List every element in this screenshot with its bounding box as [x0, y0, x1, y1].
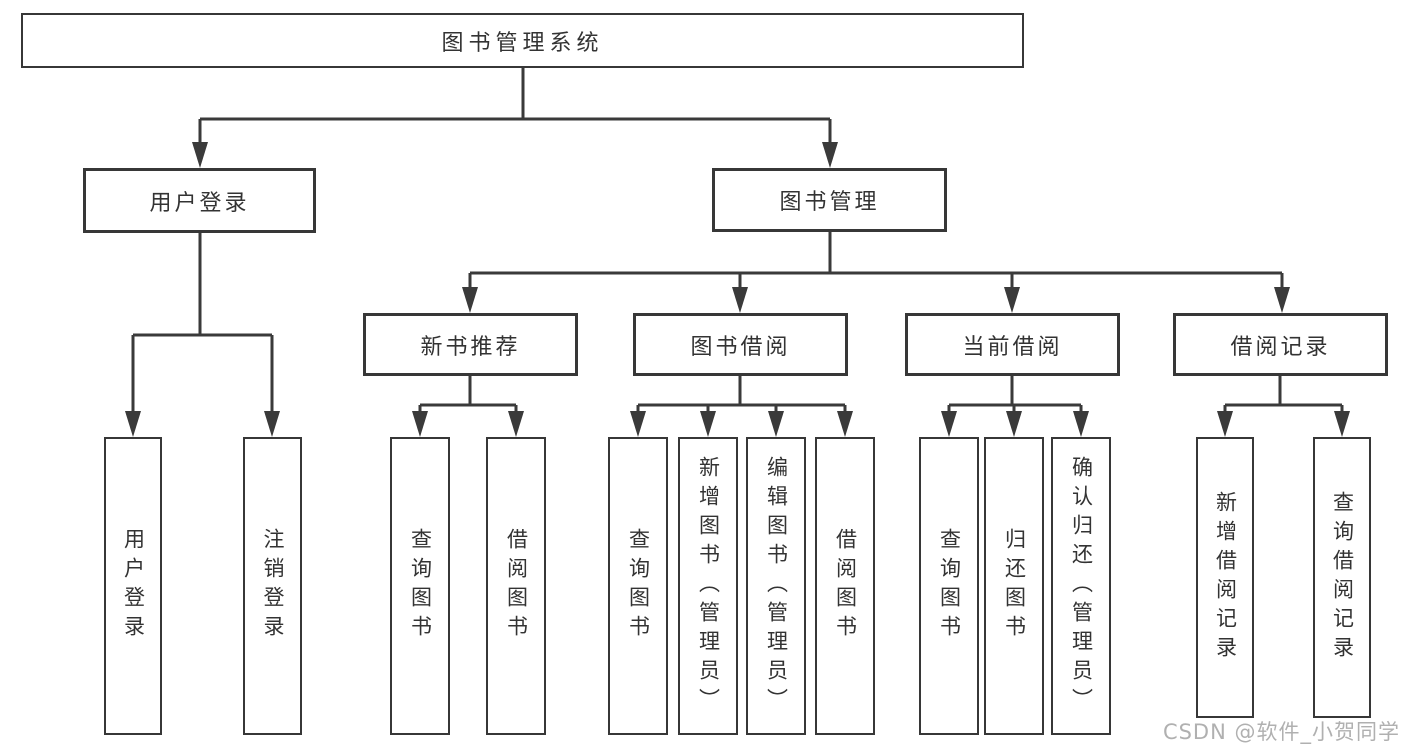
leaf-borrowing-borrow-books: 借阅图书 [815, 437, 875, 735]
leaf-borrowing-add-books-admin: 新增图书（管理员） [678, 437, 738, 735]
leaf-user-login: 用户登录 [104, 437, 162, 735]
leaf-newbook-borrow-books: 借阅图书 [486, 437, 546, 735]
node-system-title: 图书管理系统 [21, 13, 1024, 68]
arrowhead-icon [125, 142, 1350, 437]
node-user-login: 用户登录 [83, 168, 316, 233]
leaf-records-query-record: 查询借阅记录 [1313, 437, 1371, 718]
csdn-watermark: CSDN @软件_小贺同学 [1162, 720, 1400, 744]
leaf-records-add-record: 新增借阅记录 [1196, 437, 1254, 718]
leaf-newbook-query-books: 查询图书 [390, 437, 450, 735]
leaf-current-return-books: 归还图书 [984, 437, 1044, 735]
node-borrowing-records: 借阅记录 [1173, 313, 1388, 376]
leaf-current-confirm-return-admin: 确认归还（管理员） [1051, 437, 1111, 735]
node-book-management: 图书管理 [712, 168, 947, 232]
leaf-borrowing-edit-books-admin: 编辑图书（管理员） [746, 437, 806, 735]
leaf-logout: 注销登录 [243, 437, 302, 735]
node-book-borrowing: 图书借阅 [633, 313, 848, 376]
node-current-borrowing: 当前借阅 [905, 313, 1120, 376]
leaf-current-query-books: 查询图书 [919, 437, 979, 735]
leaf-borrowing-query-books: 查询图书 [608, 437, 668, 735]
node-new-book-recommend: 新书推荐 [363, 313, 578, 376]
